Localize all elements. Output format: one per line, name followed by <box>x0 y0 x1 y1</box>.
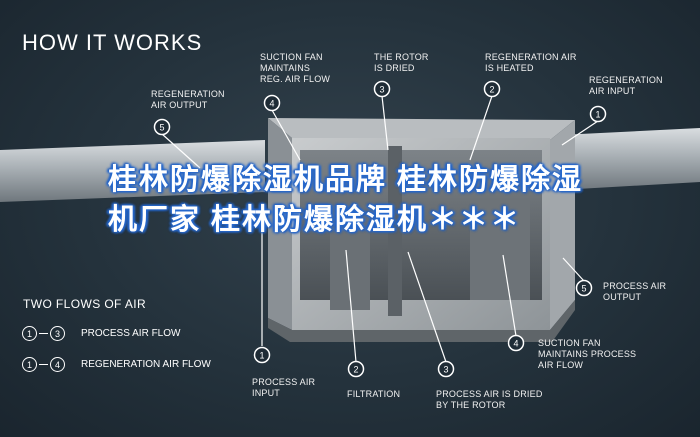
label-regen-output-top: REGENERATION AIR OUTPUT <box>151 89 225 110</box>
flow-end-marker: 4 <box>50 357 65 372</box>
machine-top <box>268 118 575 140</box>
svg-text:4: 4 <box>269 99 274 109</box>
machine-front <box>268 118 292 330</box>
marker-1-top: 1 <box>589 105 607 123</box>
page-title: HOW IT WORKS <box>22 30 203 55</box>
marker-4-top: 4 <box>263 94 281 112</box>
svg-text:2: 2 <box>489 85 494 95</box>
flow-start-marker: 1 <box>22 326 37 341</box>
label-filtration: FILTRATION <box>347 389 401 399</box>
markers: 5 4 3 2 1 5 4 1 2 3 <box>153 80 607 378</box>
flow-label: PROCESS AIR FLOW <box>81 328 181 339</box>
marker-3-top: 3 <box>373 80 391 98</box>
svg-text:5: 5 <box>159 123 164 133</box>
fan-housing <box>470 200 530 300</box>
flow-range: 1 3 <box>22 326 65 341</box>
label-suction-fan-top: SUCTION FAN MAINTAINS REG. AIR FLOW <box>260 52 331 84</box>
marker-1-bottom: 1 <box>253 346 271 364</box>
svg-text:3: 3 <box>379 85 384 95</box>
rotor <box>388 146 402 316</box>
marker-2-bottom: 2 <box>347 360 365 378</box>
duct-left <box>0 140 265 202</box>
overlay-banner-text: 桂林防爆除湿机品牌 桂林防爆除湿机厂家 桂林防爆除湿机＊＊＊ <box>108 164 584 236</box>
flow-dash <box>39 364 48 365</box>
marker-3-bottom: 3 <box>437 360 455 378</box>
machine-base <box>268 300 575 342</box>
flow-end-marker: 3 <box>50 326 65 341</box>
duct-right <box>560 128 700 190</box>
marker-5-top: 5 <box>153 118 171 136</box>
leader-lines <box>161 95 599 363</box>
marker-2-top: 2 <box>483 80 501 98</box>
label-process-dried: PROCESS AIR IS DRIED BY THE ROTOR <box>436 389 543 410</box>
svg-text:5: 5 <box>581 284 586 294</box>
svg-text:2: 2 <box>353 365 358 375</box>
label-rotor-dried: THE ROTOR IS DRIED <box>374 52 429 73</box>
flow-start-marker: 1 <box>22 357 37 372</box>
flow-regeneration: 1 4 REGENERATION AIR FLOW <box>22 357 211 372</box>
marker-5-bottom: 5 <box>575 279 593 297</box>
machine-side <box>550 120 575 330</box>
flow-label: REGENERATION AIR FLOW <box>81 359 211 370</box>
label-regen-input: REGENERATION AIR INPUT <box>589 75 663 96</box>
flow-dash <box>39 333 48 334</box>
label-process-input: PROCESS AIR INPUT <box>252 377 316 398</box>
label-process-output: PROCESS AIR OUTPUT <box>603 281 667 302</box>
flow-process: 1 3 PROCESS AIR FLOW <box>22 326 180 341</box>
marker-4-bottom: 4 <box>507 334 525 352</box>
svg-text:1: 1 <box>259 351 264 361</box>
svg-text:1: 1 <box>595 110 600 120</box>
label-regen-heated: REGENERATION AIR IS HEATED <box>485 52 577 73</box>
flow-range: 1 4 <box>22 357 65 372</box>
svg-text:3: 3 <box>443 365 448 375</box>
svg-text:4: 4 <box>513 339 518 349</box>
label-suction-fan-bottom: SUCTION FAN MAINTAINS PROCESS AIR FLOW <box>538 338 637 370</box>
flows-title: TWO FLOWS OF AIR <box>23 297 147 311</box>
